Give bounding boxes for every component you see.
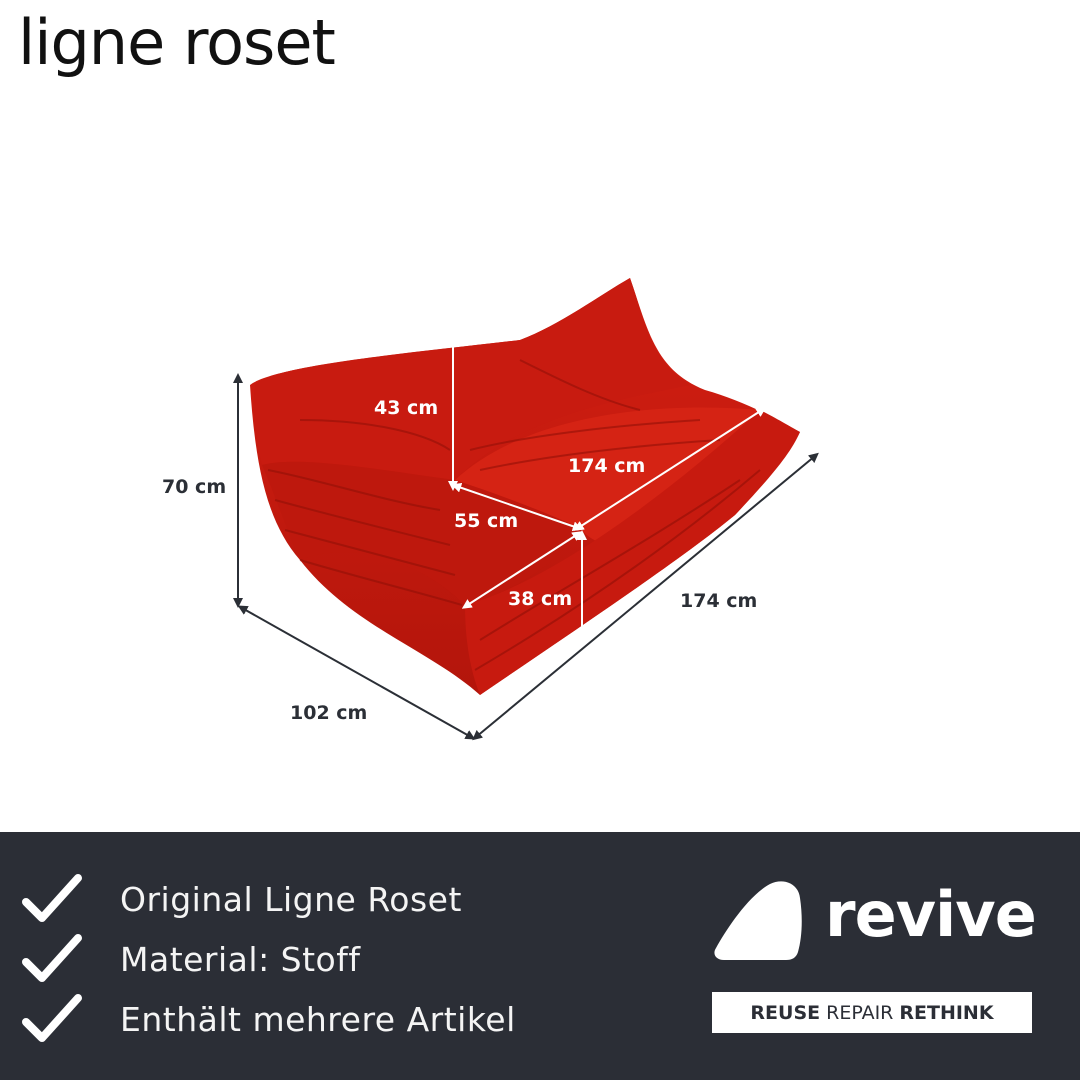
checkmark-icon bbox=[22, 934, 82, 982]
checkmark-icon bbox=[22, 874, 82, 922]
revive-wordmark: revive bbox=[825, 878, 1037, 951]
feature-item: Original Ligne Roset bbox=[22, 874, 462, 924]
feature-label: Original Ligne Roset bbox=[120, 879, 462, 919]
feature-item: Material: Stoff bbox=[22, 934, 360, 984]
feature-label: Enthält mehrere Artikel bbox=[120, 999, 516, 1039]
tagline-word-rethink: RETHINK bbox=[899, 1001, 994, 1024]
dim-label-back-height: 43 cm bbox=[374, 397, 439, 419]
revive-leaf-icon bbox=[714, 881, 802, 960]
feature-item: Enthält mehrere Artikel bbox=[22, 994, 516, 1044]
dim-label-seat-height: 38 cm bbox=[508, 588, 573, 610]
dim-label-seat-width: 174 cm bbox=[568, 455, 646, 477]
sofa-back-cushion bbox=[253, 278, 690, 480]
tagline-box: REUSE REPAIR RETHINK bbox=[712, 992, 1032, 1033]
dim-line-total-depth bbox=[237, 605, 476, 740]
brand-logo: ligne roset bbox=[18, 6, 336, 79]
checkmark-icon bbox=[22, 994, 82, 1042]
product-area: 43 cm 70 cm 174 cm 55 cm 38 cm 174 cm 10… bbox=[162, 278, 819, 741]
dim-label-total-width: 174 cm bbox=[680, 590, 758, 612]
footer-banner bbox=[0, 832, 1080, 1080]
sofa-image bbox=[233, 278, 819, 741]
feature-label: Material: Stoff bbox=[120, 939, 361, 979]
dim-label-seat-depth: 55 cm bbox=[454, 510, 519, 532]
dim-line-seat-depth bbox=[451, 482, 583, 532]
tagline-word-reuse: REUSE bbox=[750, 1001, 821, 1024]
dim-line-seat-width bbox=[573, 407, 767, 531]
tagline-word-repair: REPAIR bbox=[826, 1001, 894, 1024]
dim-label-total-depth: 102 cm bbox=[290, 702, 368, 724]
dim-line-front-diagonal bbox=[461, 531, 583, 609]
dim-label-total-height: 70 cm bbox=[162, 476, 227, 498]
revive-logo: revive bbox=[712, 878, 1037, 968]
